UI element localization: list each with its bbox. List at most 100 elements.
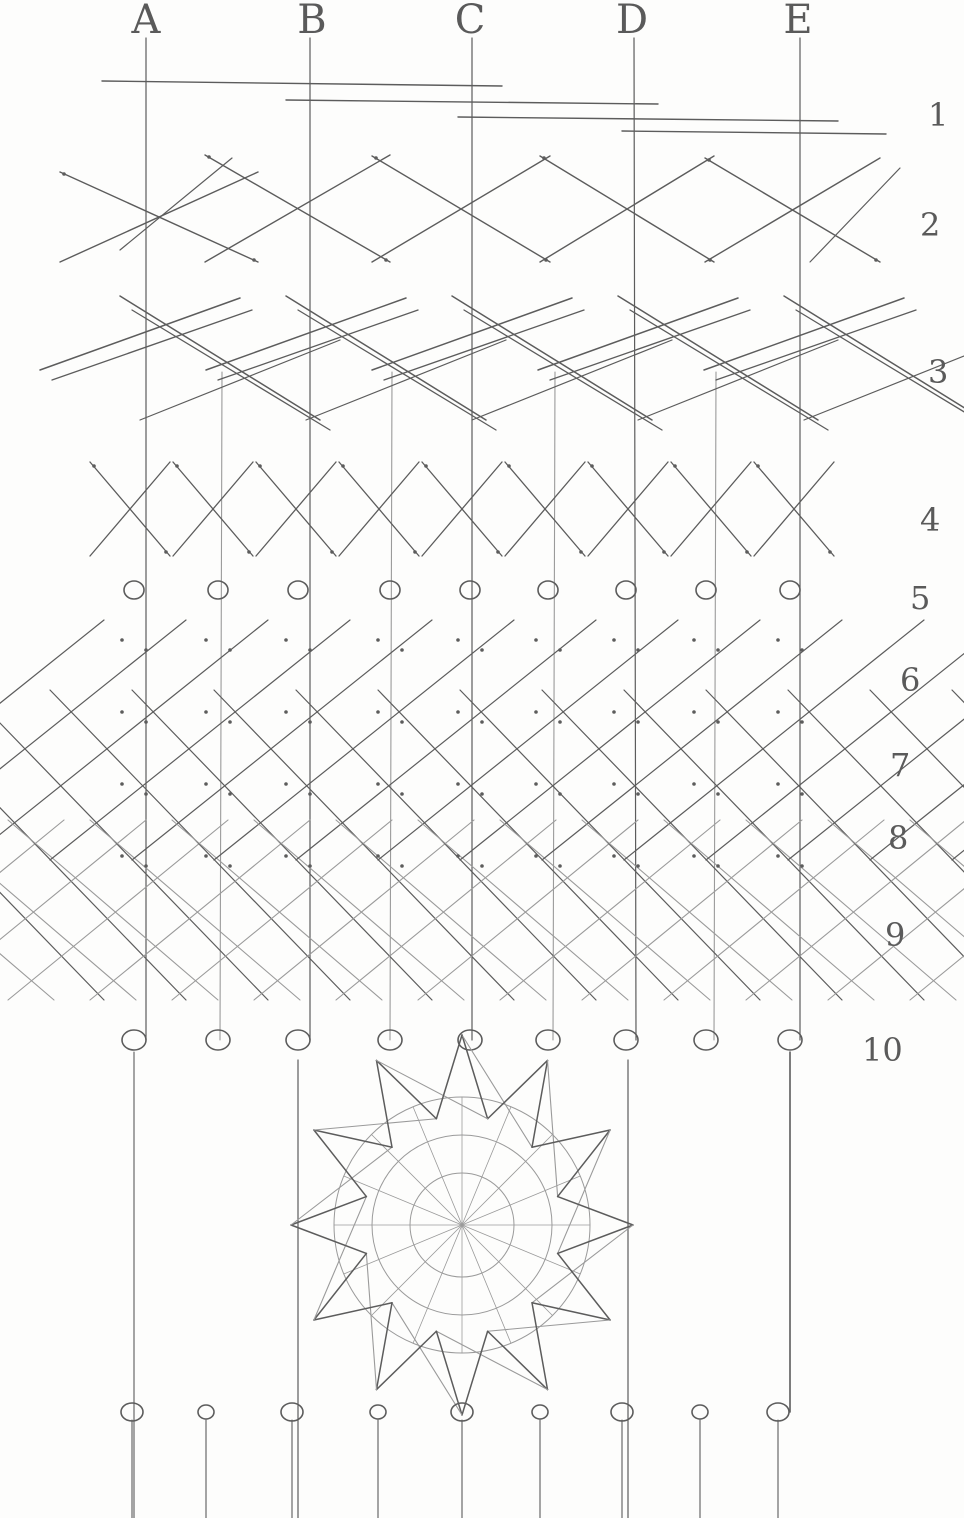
star-edge [488, 1320, 610, 1331]
pin-dot [874, 258, 878, 262]
pin-dot [341, 464, 345, 468]
star-spoke [344, 1225, 462, 1274]
star-edge [366, 1253, 376, 1389]
star-spoke [413, 1225, 462, 1343]
lattice-diagonal [0, 820, 54, 1000]
row10-pin-circle [536, 1030, 560, 1050]
pin-dot [716, 792, 720, 796]
pin-dot [228, 720, 232, 724]
pin-dot [376, 710, 380, 714]
lattice-diagonal [132, 690, 432, 1000]
pin-dot [228, 792, 232, 796]
row5-pin-circle [380, 581, 400, 599]
pin-dot [716, 648, 720, 652]
star-edge [436, 1035, 462, 1119]
row3-diagonal [218, 310, 418, 380]
row3-diagonal [52, 310, 252, 380]
pin-dot [507, 464, 511, 468]
star-spoke [462, 1225, 580, 1274]
lattice-diagonal [788, 620, 964, 860]
star-spoke [462, 1107, 511, 1225]
pin-dot [144, 720, 148, 724]
row5-pin-circle [616, 581, 636, 599]
star-edge [436, 1331, 547, 1389]
bottom-pin-circle [532, 1405, 548, 1419]
pin-dot [207, 155, 211, 159]
pin-dot [175, 464, 179, 468]
row3-diagonal [618, 296, 818, 420]
row3-diagonal [298, 310, 496, 430]
pin-dot [228, 864, 232, 868]
row3-diagonal [120, 296, 320, 420]
pin-dot [636, 720, 640, 724]
pin-dot [247, 550, 251, 554]
pin-dot [400, 720, 404, 724]
star-edge [462, 1035, 532, 1147]
pin-dot [480, 864, 484, 868]
star-spoke [344, 1176, 462, 1225]
pin-dot [400, 648, 404, 652]
row3-diagonal [638, 340, 838, 420]
row-label-10: 10 [862, 1034, 903, 1066]
pin-dot [673, 464, 677, 468]
pin-dot [776, 638, 780, 642]
pin-dot [284, 710, 288, 714]
lattice-diagonal [624, 690, 924, 1000]
row5-pin-circle [538, 581, 558, 599]
pin-dot [308, 864, 312, 868]
pin-dot [204, 638, 208, 642]
star-spoke [413, 1107, 462, 1225]
pin-dot [413, 550, 417, 554]
star-edge [314, 1119, 436, 1130]
bottom-pin-circle [121, 1403, 143, 1421]
row10-pin-circle [206, 1030, 230, 1050]
pin-dot [534, 782, 538, 786]
row-label-1: 1 [928, 99, 948, 131]
bottom-pin-circle [198, 1405, 214, 1419]
lattice-diagonal [0, 690, 104, 1000]
pin-dot [456, 638, 460, 642]
warp-line-mid [390, 372, 392, 1040]
pin-dot [828, 550, 832, 554]
column-label-e: E [783, 0, 812, 40]
pin-dot [376, 638, 380, 642]
pin-dot [252, 258, 256, 262]
pin-dot [284, 782, 288, 786]
warp-line-mid [220, 372, 222, 1040]
star-edge [377, 1060, 488, 1118]
pin-dot [258, 464, 262, 468]
lattice-diagonal [542, 690, 842, 1000]
pin-dot [662, 550, 666, 554]
pin-dot [716, 720, 720, 724]
pin-dot [558, 720, 562, 724]
pin-dot [384, 258, 388, 262]
row5-pin-circle [124, 581, 144, 599]
lattice-diagonal [0, 620, 268, 860]
pin-dot [558, 864, 562, 868]
star-spoke [462, 1176, 580, 1225]
row3-diagonal [630, 310, 828, 430]
pin-dot [776, 710, 780, 714]
pin-dot [636, 792, 640, 796]
lattice-diagonal [952, 690, 964, 1000]
pin-dot [590, 464, 594, 468]
bottom-pin-circle [451, 1403, 473, 1421]
pin-dot [456, 710, 460, 714]
pin-dot [204, 854, 208, 858]
row-label-5: 5 [910, 582, 930, 614]
star-edge [314, 1197, 366, 1320]
star-edge [558, 1130, 610, 1253]
pin-dot [308, 720, 312, 724]
row-label-8: 8 [888, 822, 908, 854]
pin-dot [692, 854, 696, 858]
row3-diagonal [464, 310, 662, 430]
star-spoke [462, 1225, 553, 1316]
pin-dot [120, 782, 124, 786]
row5-pin-circle [780, 581, 800, 599]
pin-dot [776, 854, 780, 858]
pin-dot [120, 854, 124, 858]
pin-dot [456, 854, 460, 858]
pin-dot [756, 464, 760, 468]
